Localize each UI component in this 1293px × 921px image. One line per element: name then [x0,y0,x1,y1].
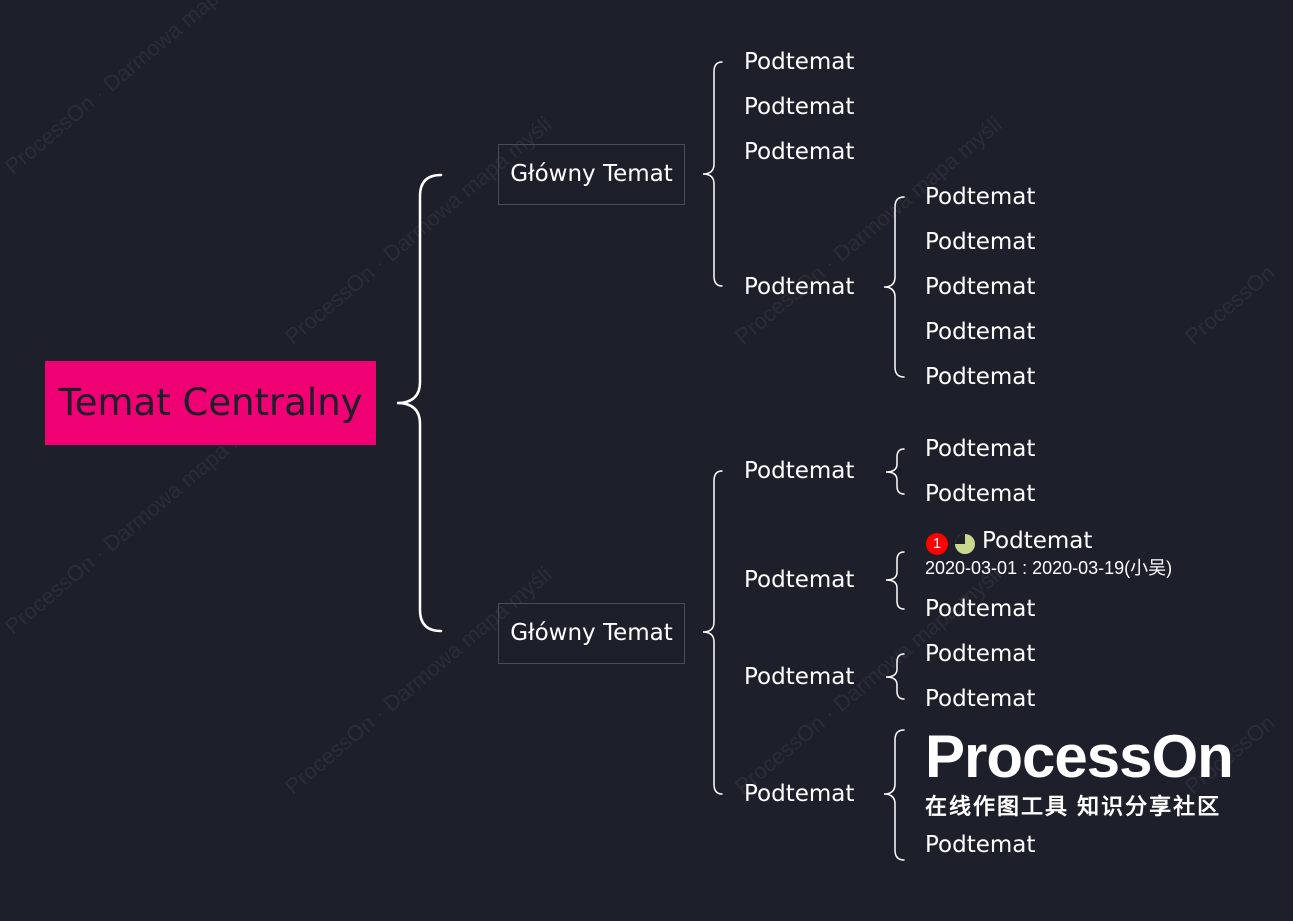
subtopic[interactable]: Podtemat [925,686,1036,712]
subtopic[interactable]: Podtemat [925,319,1036,345]
priority-1-icon: 1 [926,532,948,555]
subtopic[interactable]: Podtemat [925,481,1036,507]
logo-tagline: 在线作图工具 知识分享社区 [925,794,1222,819]
sub5-bracket [885,448,905,495]
central-topic[interactable]: Temat Centralny [45,361,376,445]
subtopic[interactable]: Podtemat [744,567,855,593]
sub4-bracket [883,196,905,378]
subtopic[interactable]: Podtemat [925,229,1036,255]
main1-bracket [702,61,723,287]
subtopic[interactable]: Podtemat [925,274,1036,300]
logo-wordmark: ProcessOn [925,723,1234,790]
main-topic-1[interactable]: Główny Temat [498,144,685,205]
subtopic[interactable]: Podtemat [744,274,855,300]
sub8-bracket [883,729,905,861]
subtopic[interactable]: Podtemat [744,664,855,690]
processon-logo-image[interactable]: ProcessOn 在线作图工具 知识分享社区 [925,722,1234,822]
main2-bracket [702,470,723,795]
subtopic[interactable]: Podtemat [925,596,1036,622]
main-topic-2[interactable]: Główny Temat [498,603,685,664]
subtopic[interactable]: Podtemat [925,832,1036,858]
subtopic[interactable]: Podtemat [744,49,855,75]
subtopic[interactable]: Podtemat [925,364,1036,390]
subtopic[interactable]: Podtemat [925,641,1036,667]
subtopic[interactable]: Podtemat [744,781,855,807]
task-subtopic-label: Podtemat [982,528,1093,554]
sub6-bracket [885,551,905,610]
subtopic[interactable]: Podtemat [925,184,1036,210]
central-bracket [396,173,443,633]
progress-icon [955,533,975,554]
subtopic[interactable]: Podtemat [925,436,1036,462]
task-date-range: 2020-03-01 : 2020-03-19(小吴) [925,558,1173,578]
task-subtopic[interactable]: 1 Podtemat [926,526,1092,556]
subtopic[interactable]: Podtemat [744,458,855,484]
subtopic[interactable]: Podtemat [744,139,855,165]
subtopic[interactable]: Podtemat [744,94,855,120]
sub7-bracket [885,653,905,700]
